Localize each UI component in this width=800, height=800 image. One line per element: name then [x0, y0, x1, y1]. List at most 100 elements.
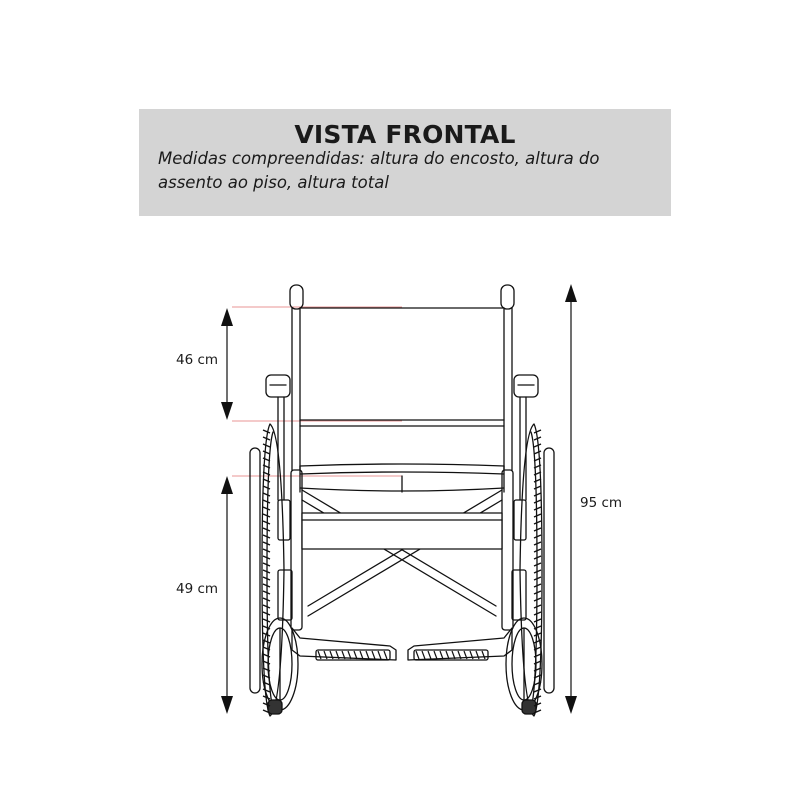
tread-tick: [533, 618, 542, 623]
tread-tick: [533, 681, 542, 686]
tread-tick: [533, 429, 542, 434]
tread-tick: [533, 569, 542, 574]
tread-tick: [262, 604, 271, 609]
backrest-height-label: 46 cm: [176, 352, 219, 368]
tread-tick: [433, 650, 438, 660]
tread-tick: [533, 653, 542, 658]
total-height-label: 95 cm: [580, 495, 623, 511]
tread-tick: [317, 650, 322, 660]
tread-tick: [347, 650, 352, 660]
seat-height-label: 49 cm: [176, 581, 219, 597]
tread-tick: [451, 650, 456, 660]
left-footrest: [291, 627, 397, 661]
seat-dimension-arrow: [221, 476, 233, 714]
tread-tick: [262, 548, 271, 553]
tread-tick: [323, 650, 328, 660]
tread-tick: [533, 646, 542, 651]
tread-tick: [533, 639, 542, 644]
tread-tick: [533, 548, 542, 553]
tread-tick: [262, 681, 271, 686]
tread-tick: [262, 646, 271, 651]
tread-tick: [533, 695, 542, 700]
tread-tick: [262, 492, 271, 497]
tread-tick: [262, 618, 271, 623]
cross-brace: [301, 489, 503, 617]
tread-tick: [533, 597, 542, 602]
backrest-dimension-arrow: [221, 308, 233, 420]
tread-tick: [262, 625, 271, 630]
tread-tick: [262, 597, 271, 602]
tread-tick: [262, 562, 271, 567]
tread-tick: [533, 660, 542, 665]
wheel-tread-marks: [262, 429, 542, 714]
tread-tick: [533, 506, 542, 511]
tread-tick: [262, 688, 271, 693]
tread-tick: [445, 650, 450, 660]
tread-tick: [469, 650, 474, 660]
tread-tick: [262, 569, 271, 574]
tread-tick: [262, 555, 271, 560]
tread-tick: [533, 464, 542, 469]
tread-tick: [262, 436, 271, 441]
tread-tick: [533, 513, 542, 518]
tread-tick: [262, 660, 271, 665]
tread-tick: [262, 639, 271, 644]
tread-tick: [353, 650, 358, 660]
tread-tick: [533, 611, 542, 616]
tread-tick: [457, 650, 462, 660]
tread-tick: [262, 450, 271, 455]
tread-tick: [335, 650, 340, 660]
tread-tick: [463, 650, 468, 660]
tread-tick: [365, 650, 370, 660]
tread-tick: [262, 443, 271, 448]
tread-tick: [533, 471, 542, 476]
tread-tick: [533, 674, 542, 679]
seat: [299, 463, 505, 493]
diagram-title: VISTA FRONTAL: [294, 120, 516, 149]
tread-tick: [533, 555, 542, 560]
tread-tick: [533, 520, 542, 525]
right-caster-wheel: [505, 617, 543, 715]
tread-tick: [533, 709, 542, 714]
tread-tick: [533, 562, 542, 567]
tread-tick: [475, 650, 480, 660]
tread-tick: [262, 520, 271, 525]
tread-tick: [533, 492, 542, 497]
left-caster-wheel: [261, 617, 299, 715]
tread-tick: [533, 625, 542, 630]
tread-tick: [481, 650, 486, 660]
tread-tick: [533, 576, 542, 581]
tread-tick: [533, 499, 542, 504]
tread-tick: [262, 674, 271, 679]
right-rear-wheel: [519, 423, 555, 717]
left-rear-wheel: [249, 423, 285, 717]
tread-tick: [262, 709, 271, 714]
tread-tick: [427, 650, 432, 660]
tread-tick: [533, 485, 542, 490]
title-banner: VISTA FRONTAL Medidas compreendidas: alt…: [139, 109, 671, 216]
tread-tick: [262, 611, 271, 616]
tread-tick: [533, 632, 542, 637]
tread-tick: [533, 688, 542, 693]
tread-tick: [262, 513, 271, 518]
tread-tick: [262, 464, 271, 469]
tread-tick: [262, 534, 271, 539]
tread-tick: [533, 450, 542, 455]
tread-tick: [262, 653, 271, 658]
tread-tick: [533, 604, 542, 609]
reference-lines: [232, 306, 402, 477]
tread-tick: [371, 650, 376, 660]
tread-tick: [329, 650, 334, 660]
tread-tick: [262, 667, 271, 672]
total-dimension-arrow: [565, 284, 577, 714]
tread-tick: [533, 702, 542, 707]
tread-tick: [359, 650, 364, 660]
tread-tick: [533, 443, 542, 448]
tread-tick: [262, 478, 271, 483]
right-footrest: [407, 627, 513, 661]
tread-tick: [262, 632, 271, 637]
tread-tick: [533, 478, 542, 483]
tread-tick: [533, 667, 542, 672]
tread-tick: [421, 650, 426, 660]
